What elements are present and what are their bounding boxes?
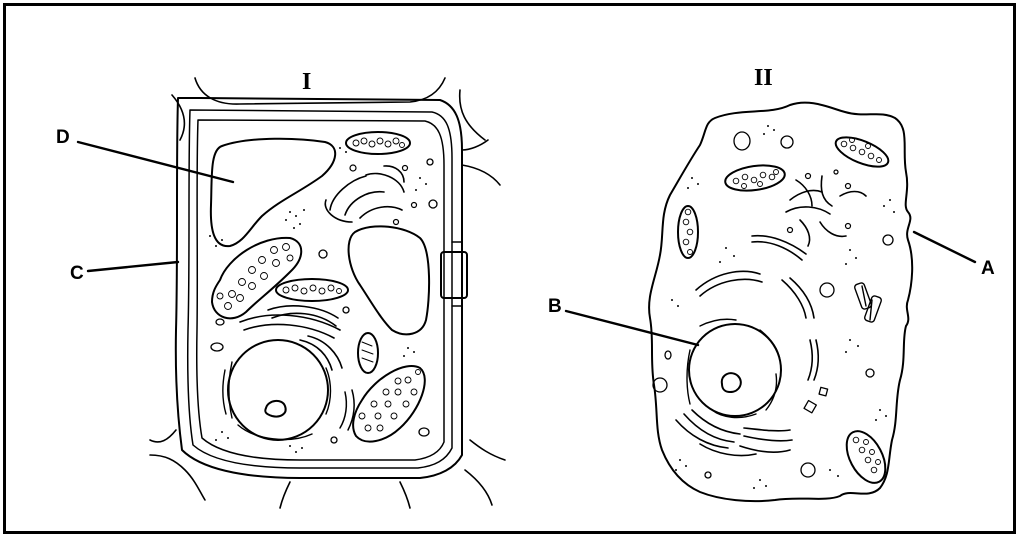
animal-cell: [566, 103, 975, 502]
plasmodesmata: [441, 252, 467, 298]
leader-line-A: [914, 232, 975, 262]
cell-II-title: II: [754, 66, 773, 90]
nucleolus: [722, 373, 741, 392]
label-C: C: [70, 264, 84, 283]
vacuole-large: [211, 139, 335, 246]
cell-wall: [176, 98, 462, 478]
vacuole-small: [349, 226, 430, 334]
cell-I-title: I: [302, 70, 311, 94]
mitochondrion: [832, 131, 892, 172]
label-A: A: [981, 259, 995, 278]
golgi-body: [786, 176, 866, 246]
leader-line-B: [566, 311, 698, 345]
nucleus: [689, 324, 781, 416]
leader-line-C: [88, 262, 178, 271]
nucleolus: [265, 401, 285, 417]
plasma-membrane: [197, 120, 444, 460]
chloroplast: [353, 366, 425, 441]
mitochondrion: [724, 162, 787, 194]
nucleus: [228, 340, 328, 440]
mitochondrion: [358, 333, 378, 373]
centrioles: [854, 282, 882, 323]
endoplasmic-reticulum: [240, 306, 342, 370]
label-B: B: [548, 297, 562, 316]
plant-cell: [78, 78, 505, 508]
leader-line-D: [78, 142, 233, 182]
golgi-body: [325, 166, 404, 222]
endoplasmic-reticulum: [696, 236, 818, 380]
label-D: D: [56, 128, 70, 147]
